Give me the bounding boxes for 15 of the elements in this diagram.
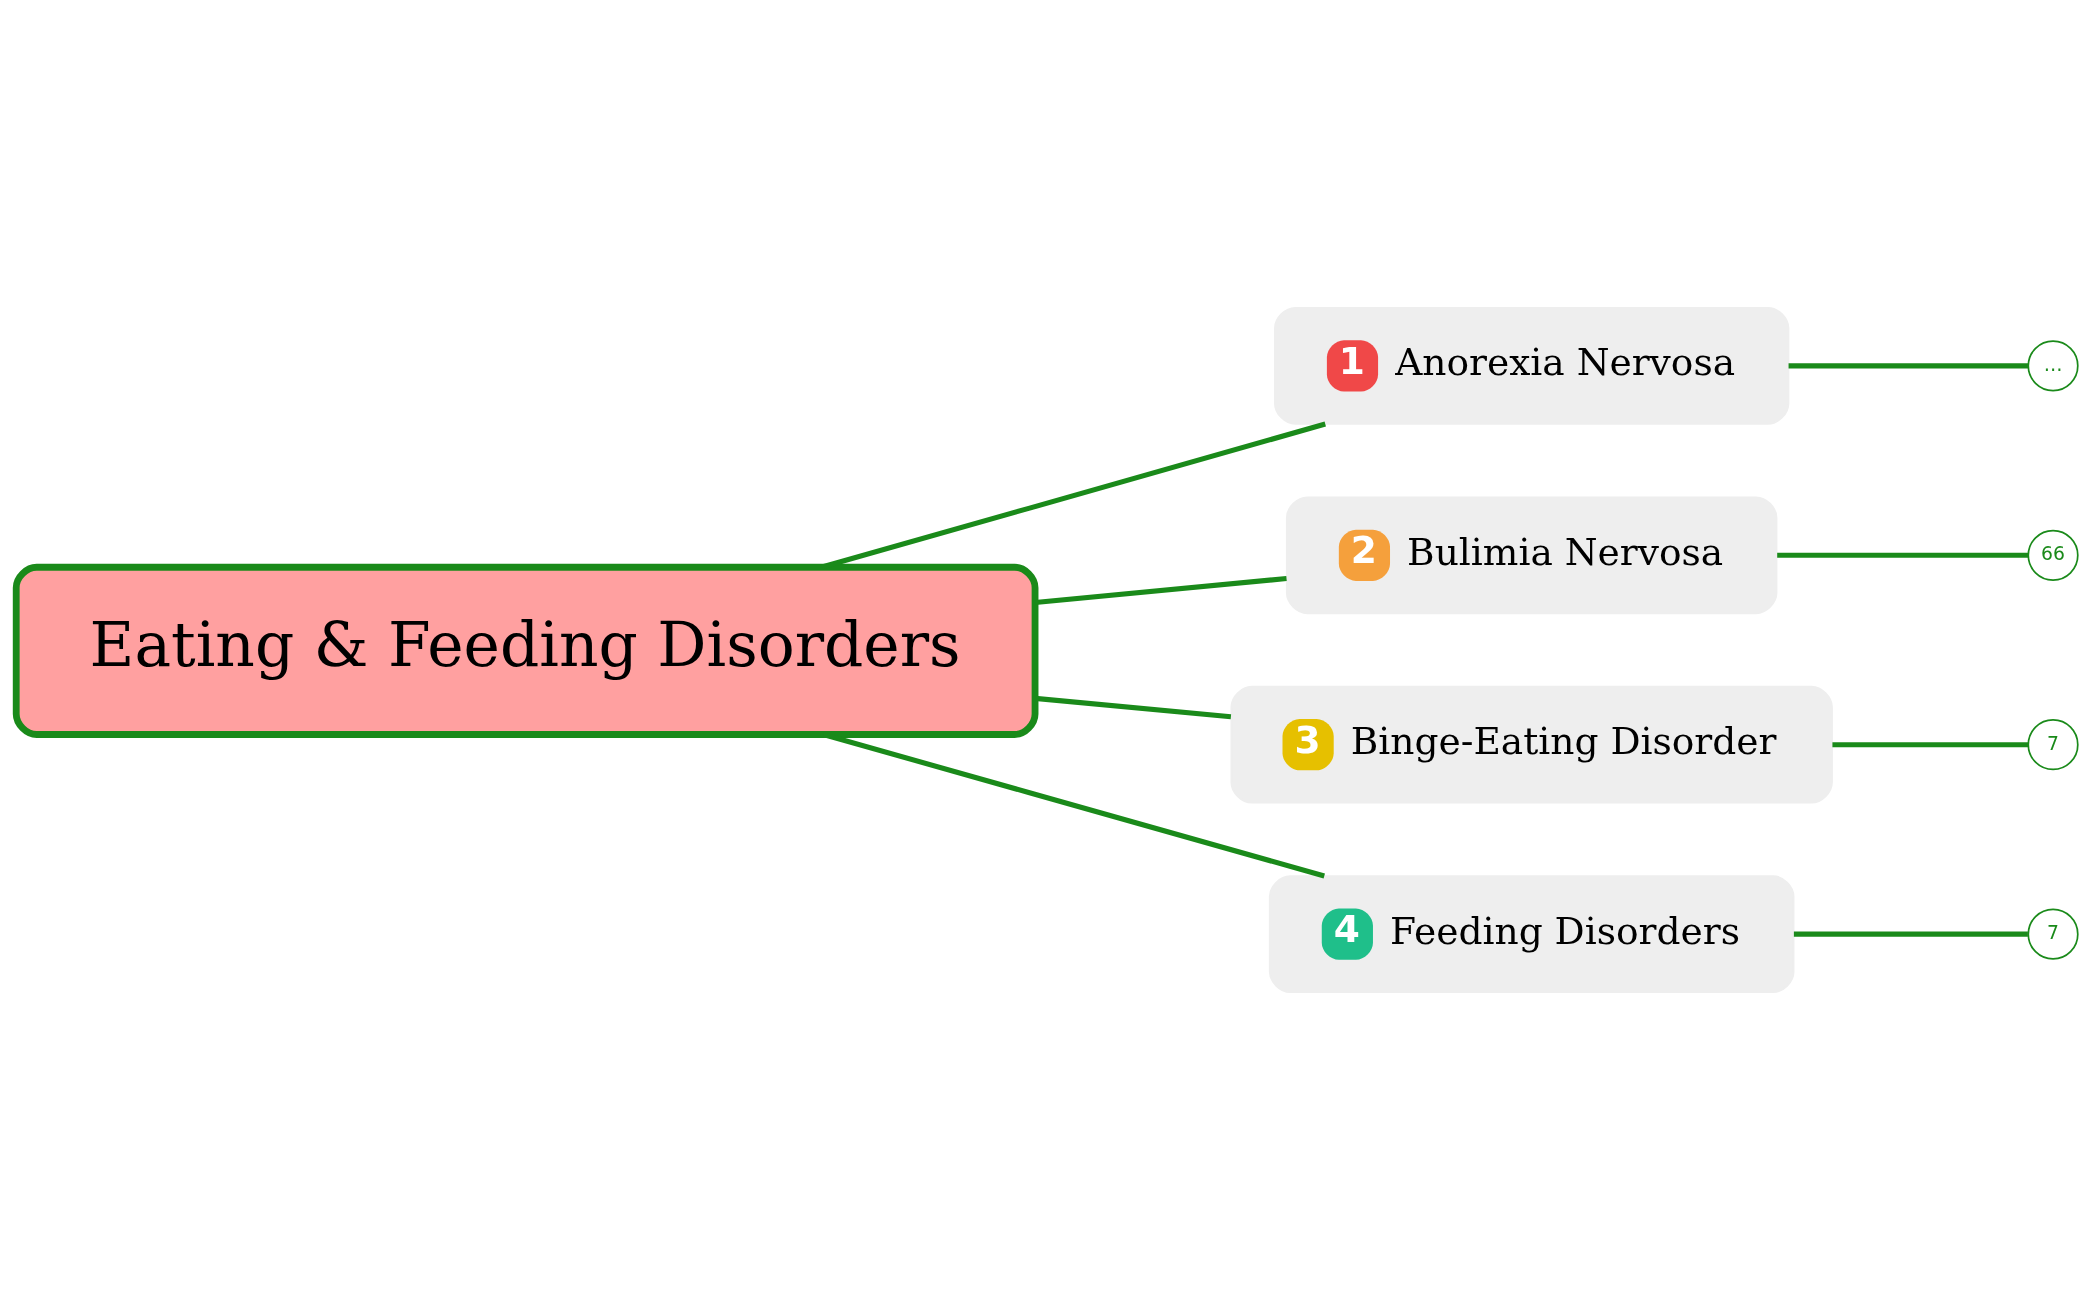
connector xyxy=(1832,742,2029,748)
connector xyxy=(1035,575,1287,605)
node-circle: 7 xyxy=(2027,908,2079,960)
node-box: 1 Anorexia Nervosa xyxy=(1273,306,1790,425)
node-circle: 7 xyxy=(2027,719,2079,771)
connector xyxy=(1777,552,2029,558)
connector xyxy=(1793,931,2028,937)
node-box: 3 Binge-Eating Disorder xyxy=(1230,685,1833,804)
node-box: 4 Feeding Disorders xyxy=(1268,875,1795,994)
node-box: Eating & Feeding Disorders xyxy=(12,563,1039,738)
connector xyxy=(1788,363,2028,369)
node-circle: 66 xyxy=(2027,529,2079,581)
node-box: 2 Bulimia Nervosa xyxy=(1285,496,1778,615)
connector xyxy=(1035,695,1232,720)
node-circle: … xyxy=(2027,340,2079,392)
